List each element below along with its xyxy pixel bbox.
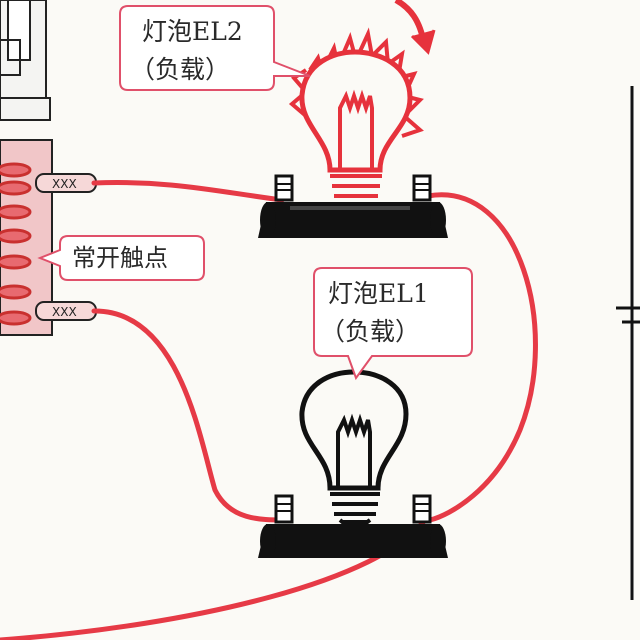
bulb-el1-filament: [336, 413, 372, 486]
callout-contact: 常开触点: [37, 235, 205, 281]
wire-relay-to-el2: [91, 180, 285, 203]
bulb-el2-glow: [308, 27, 424, 138]
callout-contact-label: 常开触点: [72, 244, 168, 272]
callout-el1-note: （负载）: [320, 317, 420, 346]
lamp-holder-el1: [258, 494, 448, 558]
relay-contact-springs: [0, 162, 32, 326]
el1-screw-left: [274, 494, 294, 524]
callout-el1: 灯泡EL1 （负载）: [313, 267, 473, 381]
arrow-indicator: [394, 0, 436, 55]
relay-marks-bottom: XXX: [52, 305, 77, 319]
wire-el2-right-to-el1-right: [425, 192, 538, 523]
power-source-edge: [616, 86, 640, 600]
bulb-el2-glass: [299, 49, 413, 173]
wire-relay-bottom-to-el1-left: [91, 308, 288, 523]
callout-el2-note: （负载）: [130, 55, 230, 84]
el2-screw-left: [274, 174, 294, 202]
bulb-el2: [288, 27, 424, 219]
relay-marks-top: XXX: [52, 177, 77, 191]
lamp-holder-el2: [258, 174, 448, 238]
bulb-el2-filament: [338, 89, 374, 168]
bulb-el1: [299, 369, 409, 535]
callout-el1-name: 灯泡EL1: [328, 279, 429, 308]
callout-el2-name: 灯泡EL2: [142, 17, 243, 46]
callout-el2: 灯泡EL2 （负载）: [119, 5, 311, 91]
el1-screw-right: [412, 494, 432, 524]
el2-screw-right: [412, 174, 432, 202]
relay: XXX XXX: [0, 0, 97, 336]
